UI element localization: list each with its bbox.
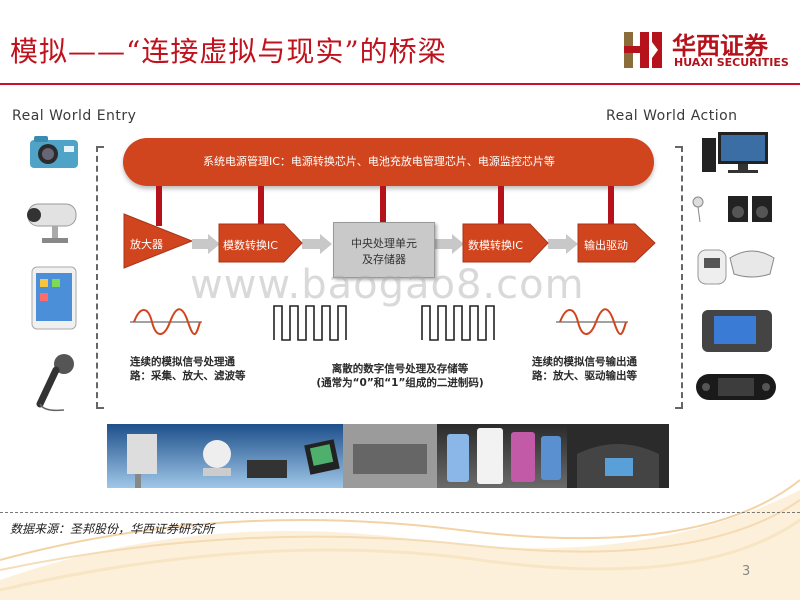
flow-arrow bbox=[434, 234, 464, 254]
output-drive-stage bbox=[577, 223, 656, 263]
flow-arrow bbox=[302, 234, 332, 254]
tablet-icon bbox=[31, 266, 77, 330]
watermark: www.baogao8.com bbox=[190, 262, 585, 308]
power-post bbox=[258, 186, 264, 226]
huaxi-logo: 华西证券 HUAXI SECURITIES bbox=[622, 26, 792, 76]
digital-description-line2: (通常为“0”和“1”组成的二进制码) bbox=[316, 377, 484, 389]
right-bracket-bottom bbox=[675, 407, 683, 409]
digital-wave-icon bbox=[421, 305, 495, 341]
left-bracket-top bbox=[96, 146, 104, 148]
power-post bbox=[498, 186, 504, 226]
right-bracket-top bbox=[675, 146, 683, 148]
digital-description-line1: 离散的数字信号处理及存储等 bbox=[331, 363, 469, 375]
amplifier-stage bbox=[123, 213, 194, 269]
huaxi-logo-icon bbox=[624, 32, 662, 68]
application-photos-image bbox=[107, 424, 669, 488]
cctv-icon bbox=[27, 203, 77, 243]
microphone-icon bbox=[36, 354, 74, 412]
adc-label: 模数转换IC bbox=[223, 239, 278, 252]
flow-arrow bbox=[548, 234, 578, 254]
real-world-entry-label: Real World Entry bbox=[12, 108, 137, 124]
logo-name-cn: 华西证券 bbox=[672, 31, 768, 60]
desktop-icon bbox=[702, 132, 768, 173]
analog-output-description: 连续的模拟信号输出通路：放大、驱动输出等 bbox=[532, 356, 637, 382]
analog-wave-icon bbox=[130, 308, 202, 335]
dac-label: 数模转换IC bbox=[468, 239, 523, 252]
dac-stage bbox=[462, 223, 549, 263]
digital-wave-icon bbox=[273, 305, 347, 341]
right-bracket bbox=[681, 146, 683, 408]
power-post bbox=[380, 186, 386, 222]
car-display-icon bbox=[702, 310, 772, 352]
game-console-icon bbox=[696, 374, 776, 400]
massager-icon bbox=[697, 249, 775, 285]
analog-wave-icon bbox=[556, 308, 628, 335]
analog-input-description: 连续的模拟信号处理通路：采集、放大、滤波等 bbox=[130, 356, 246, 382]
camera-icon bbox=[30, 136, 78, 168]
amplifier-label: 放大器 bbox=[130, 238, 163, 251]
flow-arrow bbox=[192, 234, 220, 254]
source-note: 数据来源：圣邦股份，华西证券研究所 bbox=[10, 522, 215, 536]
left-bracket-bottom bbox=[96, 407, 104, 409]
page-number: 3 bbox=[742, 564, 751, 579]
power-post bbox=[156, 186, 162, 226]
application-photo-strip bbox=[107, 424, 669, 488]
power-management-text: 系统电源管理IC：电源转换芯片、电池充放电管理芯片、电源监控芯片等 bbox=[203, 155, 555, 168]
page-title: 模拟——“连接虚拟与现实”的桥梁 bbox=[10, 35, 447, 68]
adc-stage bbox=[218, 223, 303, 263]
cpu-label-line1: 中央处理单元 bbox=[351, 237, 417, 250]
real-world-action-label: Real World Action bbox=[606, 108, 738, 124]
title-divider bbox=[0, 83, 800, 85]
power-management-bar: 系统电源管理IC：电源转换芯片、电池充放电管理芯片、电源监控芯片等 bbox=[123, 138, 654, 186]
left-bracket bbox=[96, 146, 98, 408]
footer-divider bbox=[0, 512, 800, 513]
speakers-icon bbox=[692, 196, 772, 223]
cpu-label-line2: 及存储器 bbox=[362, 253, 406, 266]
cpu-memory-box: 中央处理单元 及存储器 bbox=[333, 222, 435, 278]
output-drive-label: 输出驱动 bbox=[584, 239, 628, 252]
logo-name-en: HUAXI SECURITIES bbox=[674, 56, 789, 69]
power-post bbox=[608, 186, 614, 226]
decorative-wave-background bbox=[0, 479, 800, 600]
